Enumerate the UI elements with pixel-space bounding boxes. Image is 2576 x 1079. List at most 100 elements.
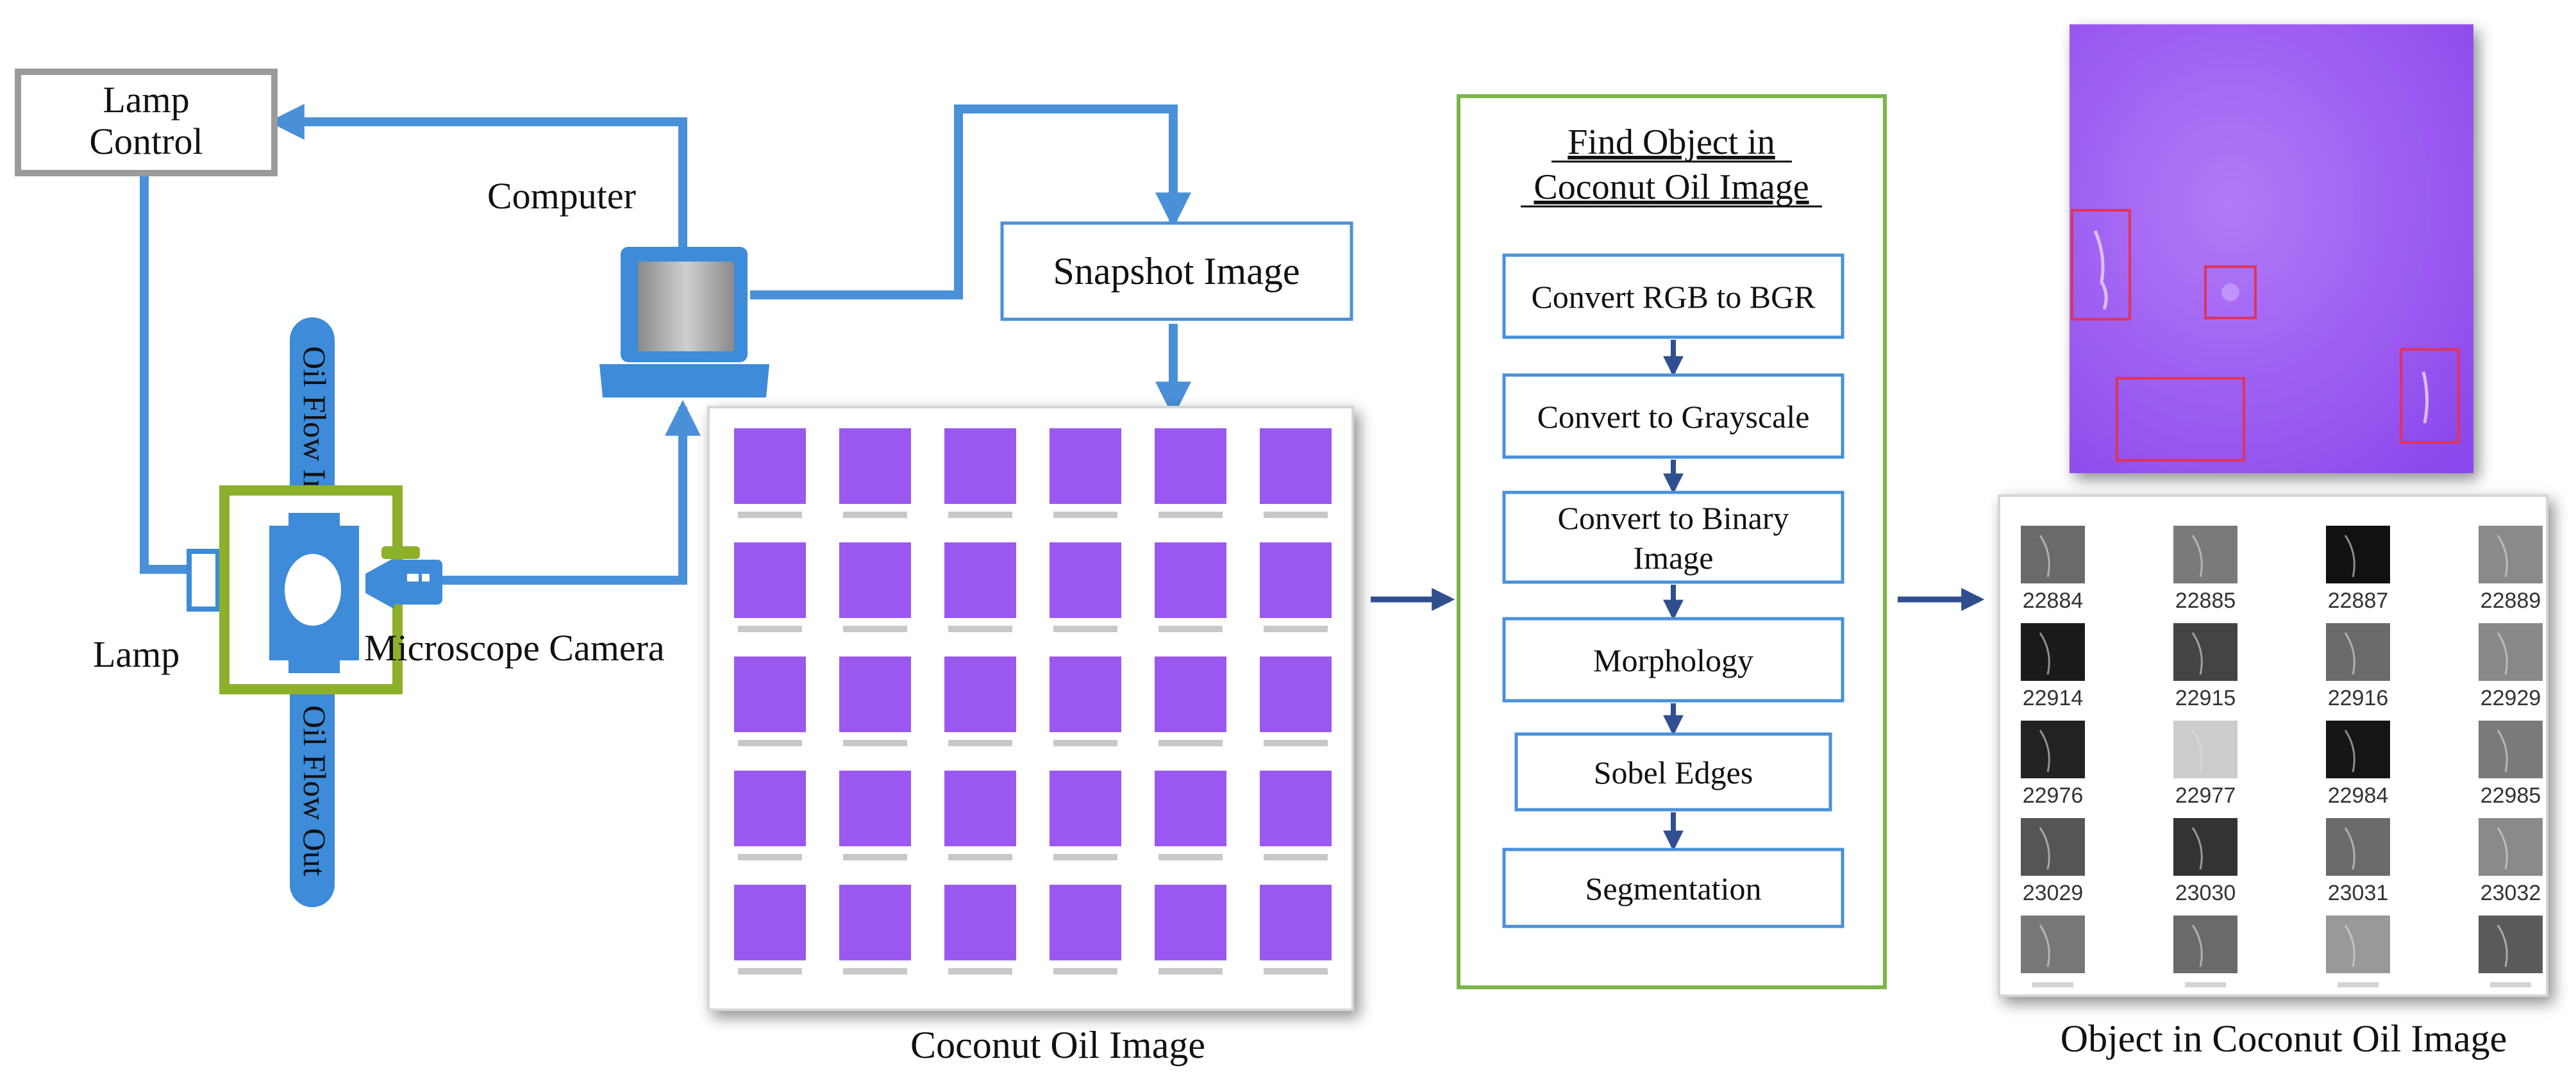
oil-thumbnail [1155, 542, 1226, 618]
snapshot-image-box: Snapshot Image [1000, 221, 1353, 321]
oil-thumbnail-caption-blur [843, 512, 907, 518]
oil-thumbnail [1260, 771, 1332, 846]
object-specks [2093, 230, 2429, 424]
oil-thumbnail [944, 428, 1016, 504]
oil-thumbnail-caption-blur [738, 512, 802, 518]
oil-thumbnail-caption-blur [1053, 854, 1117, 860]
oil-thumbnail-caption-blur [1053, 512, 1117, 518]
object-thumbnail-label: 22976 [2023, 783, 2084, 808]
process-step-label: Sobel Edges [1594, 755, 1753, 790]
oil-thumbnail-caption-blur [1158, 968, 1223, 974]
process-step-box [1502, 848, 1844, 928]
oil-thumbnail-caption-blur [1053, 626, 1117, 632]
oil-thumbnail-caption-blur [1264, 740, 1328, 746]
oil-thumbnail [839, 657, 911, 732]
object-streak [2344, 535, 2355, 578]
oil-thumbnail [1155, 771, 1226, 846]
object-thumbnail [2326, 526, 2390, 583]
oil-flow-out-label: Oil Flow Out [297, 705, 333, 876]
oil-thumbnail [1260, 542, 1332, 618]
object-thumbnail [2021, 721, 2085, 778]
object-streak [2039, 632, 2050, 675]
oil-flow-in-label: Oil Flow In [297, 346, 333, 496]
coconut-oil-gallery [707, 406, 1354, 1011]
object-streak [2344, 632, 2355, 675]
oil-thumbnail [839, 428, 911, 504]
detection-box-2 [2204, 265, 2257, 319]
process-step-box [1502, 490, 1844, 584]
oil-thumbnail-caption-blur [843, 854, 907, 860]
object-thumbnail-label: 22889 [2480, 589, 2541, 613]
object-streak [2497, 924, 2508, 967]
detection-markers [2071, 209, 2460, 462]
oil-thumbnail [734, 657, 806, 732]
object-streak [2039, 730, 2050, 773]
process-step-box [1514, 732, 1832, 812]
computer-to-snapshot-line [750, 105, 1191, 299]
object-thumbnail-label: 22914 [2023, 686, 2084, 710]
object-streak [2344, 924, 2355, 967]
object-thumbnail [2173, 526, 2237, 583]
oil-thumbnail-caption-blur [1053, 740, 1117, 746]
oil-thumbnail-caption-blur [738, 968, 802, 974]
object-thumbnail-label: 22977 [2175, 783, 2236, 808]
object-gallery [1998, 494, 2548, 997]
object-thumbnail [2479, 721, 2543, 778]
object-streak [2497, 632, 2508, 675]
object-thumbnail-label: 22915 [2175, 686, 2236, 710]
object-thumbnail-label: 23032 [2480, 881, 2541, 905]
object-streak [2039, 924, 2050, 967]
lamp-control-box: Lamp Control [15, 69, 278, 176]
oil-thumbnail-caption-blur [1264, 512, 1328, 518]
process-step-box [1502, 253, 1844, 339]
oil-thumbnail [839, 885, 911, 960]
object-streak [2039, 535, 2050, 578]
oil-thumbnail-caption-blur [948, 626, 1012, 632]
process-step-label: Segmentation [1585, 871, 1762, 907]
object-thumbnail [2021, 623, 2085, 681]
laptop-icon [599, 247, 769, 397]
oil-thumbnail [734, 542, 806, 618]
object-thumbnail [2021, 818, 2085, 876]
object-streak [2344, 827, 2355, 870]
object-streak [2191, 924, 2203, 967]
object-gallery-caption: Object in Coconut Oil Image [2061, 1017, 2507, 1060]
object-thumbnail-label: 22985 [2480, 783, 2541, 808]
object-thumbnail-caption-blur [2338, 982, 2379, 987]
object-streak [2497, 535, 2508, 578]
object-thumbnail [2479, 623, 2543, 681]
lamp-control-label-line1: Lamp [103, 79, 189, 121]
object-thumbnail [2021, 526, 2085, 583]
oil-thumbnail-caption-blur [843, 968, 907, 974]
object-thumbnail-label: 23030 [2175, 881, 2236, 905]
object-thumbnail [2173, 916, 2237, 973]
oil-thumbnail [944, 885, 1016, 960]
oil-thumbnail-caption-blur [1158, 512, 1223, 518]
oil-thumbnail [1155, 885, 1226, 960]
object-thumbnail-caption-blur [2032, 982, 2073, 987]
process-step-label: Image [1634, 540, 1714, 576]
process-step-label: Morphology [1593, 642, 1753, 678]
oil-thumbnail [1050, 428, 1121, 504]
oil-thumbnail-caption-blur [948, 512, 1012, 518]
process-title-line2: Coconut Oil Image [1534, 167, 1809, 207]
object-thumbnail [2479, 526, 2543, 583]
oil-thumbnail [734, 428, 806, 504]
oil-thumbnail [1260, 657, 1332, 732]
oil-thumbnail [1260, 885, 1332, 960]
oil-thumbnail [944, 657, 1016, 732]
process-step-box [1502, 617, 1844, 703]
detection-box-4 [2400, 348, 2460, 444]
oil-thumbnail [734, 771, 806, 846]
oil-thumbnail-caption-blur [1264, 968, 1328, 974]
computer-to-lamp-control-line [268, 104, 687, 256]
object-thumbnail-label: 22916 [2328, 686, 2389, 710]
oil-thumbnail [734, 885, 806, 960]
oil-thumbnail-caption-blur [1264, 854, 1328, 860]
computer-label: Computer [487, 175, 636, 217]
process-step-box [1502, 373, 1844, 459]
object-streak [2191, 632, 2203, 675]
coconut-oil-thumbnails [734, 428, 1332, 974]
